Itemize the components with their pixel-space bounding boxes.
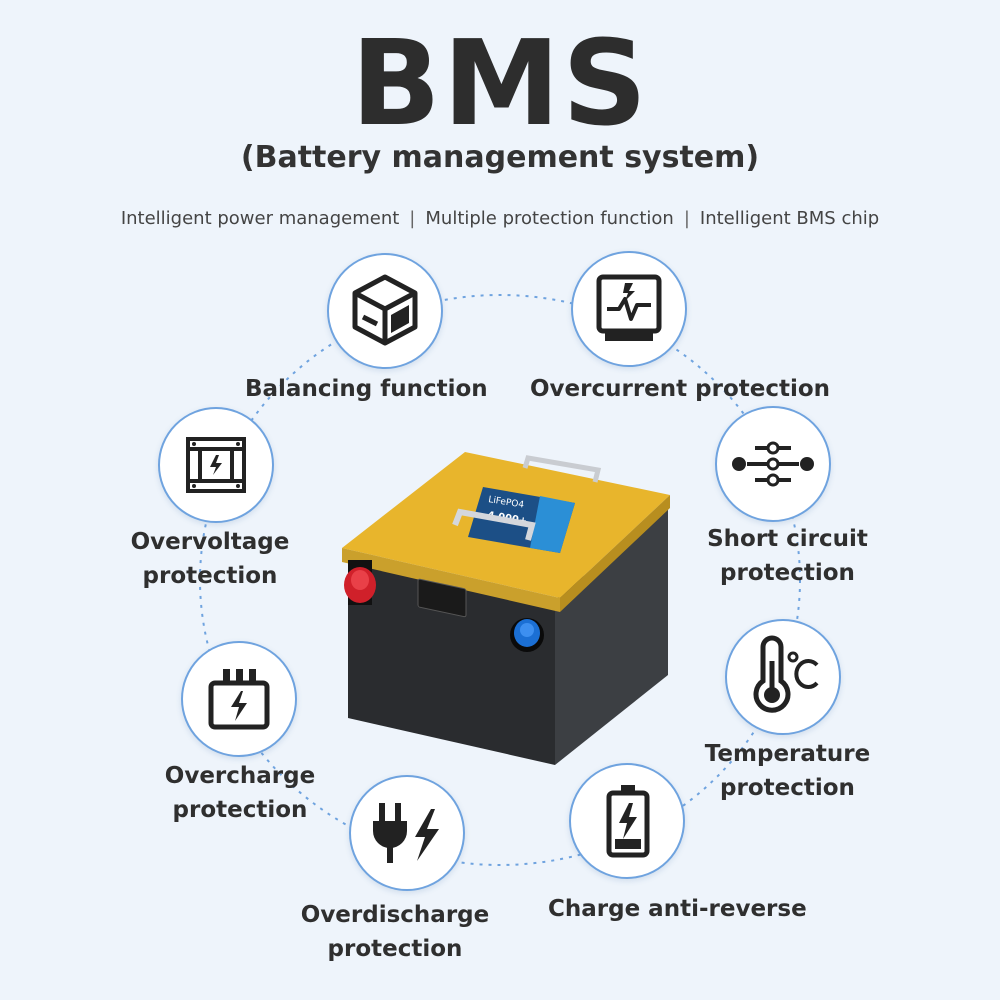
- overcharge-badge: [181, 641, 297, 757]
- temperature-label: Temperature protection: [704, 741, 871, 801]
- tagline-separator: |: [409, 208, 416, 229]
- circuit-icon: [732, 441, 814, 487]
- balance-cube-icon: [352, 274, 418, 346]
- charge-anti-reverse-label: Charge anti-reverse: [548, 896, 807, 922]
- monitor-pulse-icon: [596, 274, 662, 341]
- tagline-power-management: Intelligent power management: [120, 208, 400, 229]
- battery-bolt-icon: [606, 785, 650, 858]
- short-circuit-badge: [715, 406, 831, 522]
- balancing-label: Balancing function: [245, 376, 488, 402]
- overcharge-label: Overcharge protection: [164, 763, 316, 823]
- plug-bolt-icon: [373, 803, 439, 863]
- page-subtitle: (Battery management system): [240, 140, 760, 175]
- overvoltage-badge: [158, 407, 274, 523]
- fuse-box-icon: [186, 437, 246, 493]
- overcurrent-badge: [571, 251, 687, 367]
- tagline-bms-chip: Intelligent BMS chip: [699, 208, 880, 229]
- overdischarge-badge: [349, 775, 465, 891]
- short-circuit-label: Short circuit protection: [707, 526, 868, 586]
- overvoltage-label: Overvoltage protection: [130, 529, 290, 589]
- tagline-separator: |: [683, 208, 690, 229]
- tagline-bar: Intelligent power management | Multiple pr…: [0, 208, 1000, 229]
- overdischarge-label: Overdischarge protection: [300, 902, 490, 962]
- tagline-protection: Multiple protection function: [425, 208, 674, 229]
- balancing-badge: [327, 253, 443, 369]
- temperature-badge: [725, 619, 841, 735]
- page-title: BMS: [350, 14, 650, 152]
- charge-anti-reverse-badge: [569, 763, 685, 879]
- overcurrent-label: Overcurrent protection: [530, 376, 831, 402]
- charging-battery-icon: [208, 669, 270, 730]
- thermometer-icon: [753, 635, 819, 713]
